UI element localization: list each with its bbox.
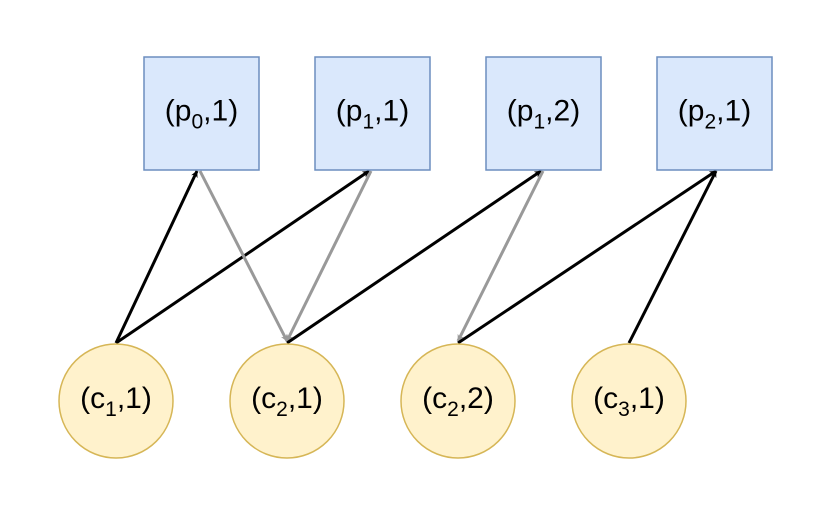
edge-c3_1-to-p2_1 [627,170,718,344]
c-node-circle [229,343,345,459]
edge-c2_2-to-p2_1 [457,169,717,345]
c-node-label: (c2,1) [251,382,323,421]
p-node-box [143,56,260,171]
edge-c2_1-to-p1_2 [286,169,542,345]
edge-p0_1-to-c2_1 [198,170,289,342]
c-node-circle [58,343,174,459]
edge-c1_1-to-p0_1 [114,170,199,344]
edge-layer [114,169,718,345]
p-node-box [656,56,773,171]
p-node-p0_1: (p0,1) [143,56,260,171]
p-node-p2_1: (p2,1) [656,56,773,171]
p-node-label: (p1,1) [336,95,409,134]
edge-p1_1-to-c2_1 [285,170,373,342]
p-node-label: (p0,1) [165,95,238,134]
p-node-p1_1: (p1,1) [314,56,431,171]
c-node-label: (c1,1) [80,382,152,421]
c-node-c1_1: (c1,1) [58,343,174,459]
p-node-box [314,56,431,171]
c-node-c2_1: (c2,1) [229,343,345,459]
c-node-circle [400,343,516,459]
c-node-label: (c2,2) [422,382,494,421]
c-node-c2_2: (c2,2) [400,343,516,459]
c-node-circle [571,343,687,459]
edge-p1_2-to-c2_2 [456,170,545,342]
c-node-c3_1: (c3,1) [571,343,687,459]
p-node-p1_2: (p1,2) [485,56,602,171]
p-node-box [485,56,602,171]
p-node-label: (p2,1) [678,95,751,134]
p-node-label: (p1,2) [507,95,580,134]
c-node-label: (c3,1) [593,382,665,421]
node-layer: (p0,1) (p1,1) (p1,2) (p2,1) (c1,1) (c2,1) (c2,… [58,56,773,459]
